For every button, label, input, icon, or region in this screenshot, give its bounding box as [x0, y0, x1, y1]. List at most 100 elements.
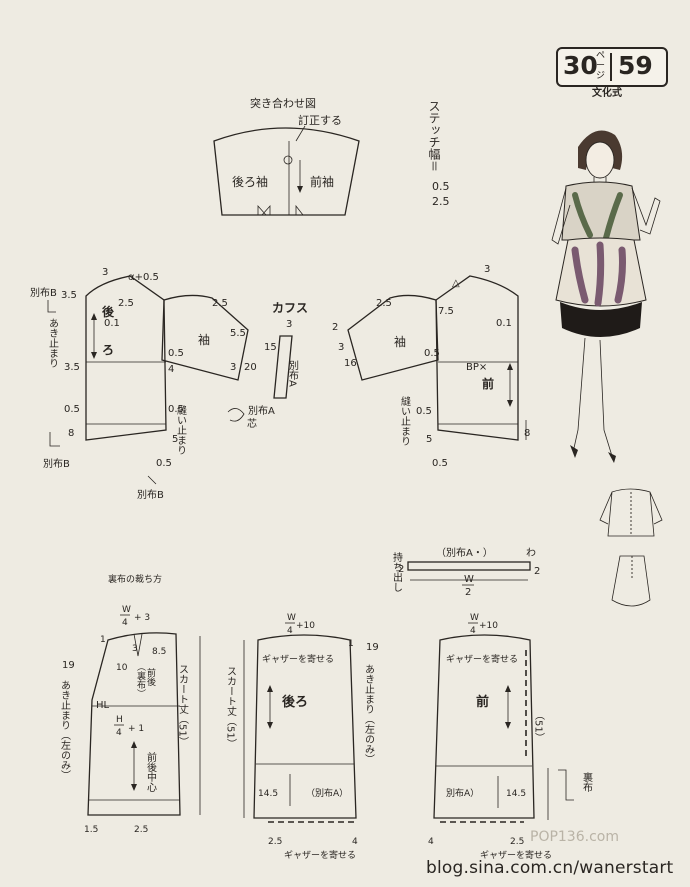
lining-hip-d: 4 [116, 728, 122, 738]
back-label-2: ろ [102, 343, 114, 357]
cuff-fabric: 別布A [287, 360, 299, 387]
model-arms [551, 187, 661, 245]
cuff-pattern: カフス 3 15 別布A [264, 301, 308, 399]
m-front-3: 3 [484, 264, 490, 275]
skirt-front-top-d: 4 [470, 626, 476, 636]
m-front-2: 2 [332, 322, 338, 333]
extension-strap: 持ち出し （別布A・） わ 2 2 W 2 [391, 547, 541, 598]
m-front-05a: 0.5 [424, 348, 440, 359]
skirt-back-m-4: 4 [352, 837, 358, 847]
front-bp: BP× [466, 362, 487, 373]
skirt-front-outline [433, 634, 535, 819]
lining-back-front: 前後 [145, 667, 156, 686]
page-ref-unit: ページ [596, 51, 606, 81]
lining-m-15: 1.5 [84, 825, 98, 835]
school-label: 文化式 [592, 88, 622, 99]
skirt-front-pattern: W 4 +10 ギャザーを寄せる 前 （51） 別布A） 14.5 4 2.5 … [428, 613, 593, 861]
skirt-front-lining: 裏布 [581, 771, 593, 793]
skirt-front-top-add: +10 [479, 621, 498, 631]
model-face [585, 141, 615, 179]
lining-pattern: 裏布の裁ち方 W 4 + 3 1 3 8.5 10 前後 （裏布） 19 あき止… [59, 573, 201, 835]
m-back-05c: 0.5 [168, 404, 184, 415]
cuff-length: 15 [264, 342, 277, 353]
back-fabric-a: 別布A [248, 405, 275, 417]
skirt-back-opening-num: 19 [366, 642, 379, 653]
model-hair [578, 130, 623, 170]
skirt-front-band: 別布A） [446, 787, 479, 799]
m-back-8: 8 [68, 428, 74, 439]
skirt-back-top-d: 4 [287, 626, 293, 636]
cuff-outline [273, 335, 293, 399]
front-bodice-outline [435, 275, 519, 441]
strap-left: 2 [398, 564, 404, 575]
skirt-back-pattern: W 4 +10 ギャザーを寄せる 後ろ スカート丈（51） 19 あき止まり（左… [225, 613, 379, 861]
cuff-width: 3 [286, 319, 292, 330]
m-front-05c: 0.5 [432, 458, 448, 469]
cuff-title: カフス [272, 301, 308, 315]
back-sleeve-label: 袖 [198, 332, 210, 347]
m-back-25b: 2.5 [212, 298, 228, 309]
back-sleeve-label: 後ろ袖 [232, 174, 268, 189]
m-back-3b: 3 [230, 362, 236, 373]
lining-title: 裏布の裁ち方 [108, 573, 162, 585]
lining-m-1: 1 [100, 635, 106, 645]
m-front-delta: △ [452, 278, 460, 289]
strap-right: 2 [534, 566, 540, 577]
lining-top-w: W [122, 605, 131, 615]
skirt-back-band: （別布A） [306, 787, 348, 799]
pattern-number: 59 [618, 51, 653, 80]
back-view-sketch [599, 488, 663, 607]
lining-m-25: 2.5 [134, 825, 148, 835]
sleeve-cap-diagram: 突き合わせ図 訂正する 後ろ袖 前袖 [213, 96, 360, 216]
stitch-width-label: ステッチ幅＝ [427, 100, 441, 172]
back-opening-stop: あき止まり [47, 318, 59, 368]
watermark: POP136.com [530, 829, 619, 845]
lining-top-add: + 3 [134, 613, 150, 623]
strap-frac-w: W [464, 574, 474, 585]
m-back-3: 3 [102, 267, 108, 278]
back-fastener-marks [47, 300, 157, 485]
m-back-05b: 0.5 [64, 404, 80, 415]
m-back-35b: 3.5 [64, 362, 80, 373]
back-fabric-b-top: 別布B [30, 287, 57, 299]
skirt-back-opening: あき止まり（左のみ） [363, 664, 375, 764]
skirt-back-gather-bottom: ギャザーを寄せる [284, 849, 356, 861]
strap-frac-d: 2 [465, 587, 471, 598]
back-bodice-outline [85, 275, 167, 441]
skirt-front-gather-top: ギャザーを寄せる [446, 653, 518, 665]
m-back-25a: 2.5 [118, 298, 134, 309]
lining-opening-num: 19 [62, 660, 75, 671]
m-back-05d: 0.5 [156, 458, 172, 469]
back-fabric-b-bottom: 別布B [43, 458, 70, 470]
skirt-front-m-145: 14.5 [506, 789, 526, 799]
m-back-4: 4 [168, 364, 174, 375]
sleeve-cap-title: 突き合わせ図 [250, 96, 316, 110]
notch-marks [257, 204, 304, 216]
lining-hl: HL [96, 700, 110, 711]
correction-leader [295, 125, 306, 142]
lining-dart [133, 633, 143, 657]
skirt-front-m-4: 4 [428, 837, 434, 847]
skirt-back-outline [253, 634, 357, 819]
stitch-width-value-1: 0.5 [432, 180, 450, 193]
front-sewing-stop: 縫い止まり [399, 395, 411, 446]
m-front-16: 16 [344, 358, 357, 369]
blouse-print [572, 192, 623, 241]
model-illustration [551, 130, 661, 463]
sleeve-cap-outline [213, 127, 360, 216]
lining-m-85: 8.5 [152, 647, 166, 657]
lining-m-3: 3 [132, 644, 138, 654]
skirt-front-top-w: W [470, 613, 479, 623]
m-back-55: 5.5 [230, 328, 246, 339]
back-core: 芯 [247, 417, 257, 430]
shoulder-point-mark [283, 155, 293, 165]
m-back-35: 3.5 [61, 290, 77, 301]
skirt-back-label: 後ろ [282, 694, 308, 710]
lining-skirt-len: スカート丈（51） [177, 664, 189, 747]
lining-top-d: 4 [122, 618, 128, 628]
lining-hip-add: + 1 [128, 724, 144, 734]
stitch-width-note: ステッチ幅＝ 0.5 2.5 [427, 100, 450, 208]
m-back-01: 0.1 [104, 318, 120, 329]
back-view-blouse [599, 488, 663, 537]
